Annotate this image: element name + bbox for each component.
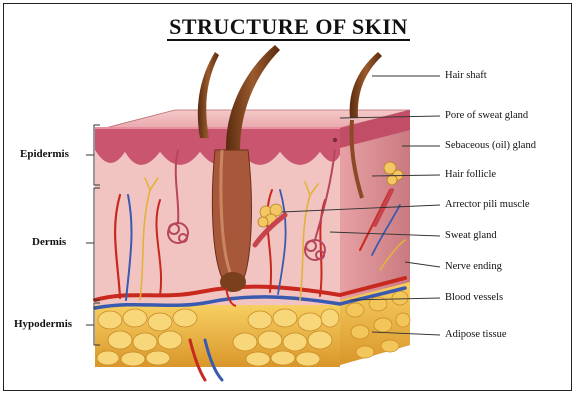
label-adipose-tissue: Adipose tissue (445, 329, 507, 340)
label-hair-follicle: Hair follicle (445, 169, 496, 180)
sweat-pore (333, 138, 337, 142)
hair-shaft-right (350, 52, 382, 118)
label-hair-shaft: Hair shaft (445, 70, 487, 81)
label-pore: Pore of sweat gland (445, 110, 528, 121)
label-epidermis: Epidermis (20, 148, 69, 160)
label-sebaceous-gland: Sebaceous (oil) gland (445, 140, 536, 151)
label-hypodermis: Hypodermis (14, 318, 72, 330)
hair-bulb (220, 272, 246, 292)
hair-follicle-center (212, 150, 251, 286)
label-nerve-ending: Nerve ending (445, 261, 502, 272)
label-blood-vessels: Blood vessels (445, 292, 503, 303)
label-dermis: Dermis (32, 236, 66, 248)
epidermis-band (95, 128, 340, 150)
label-arrector-pili: Arrector pili muscle (445, 199, 530, 210)
label-sweat-gland: Sweat gland (445, 230, 497, 241)
